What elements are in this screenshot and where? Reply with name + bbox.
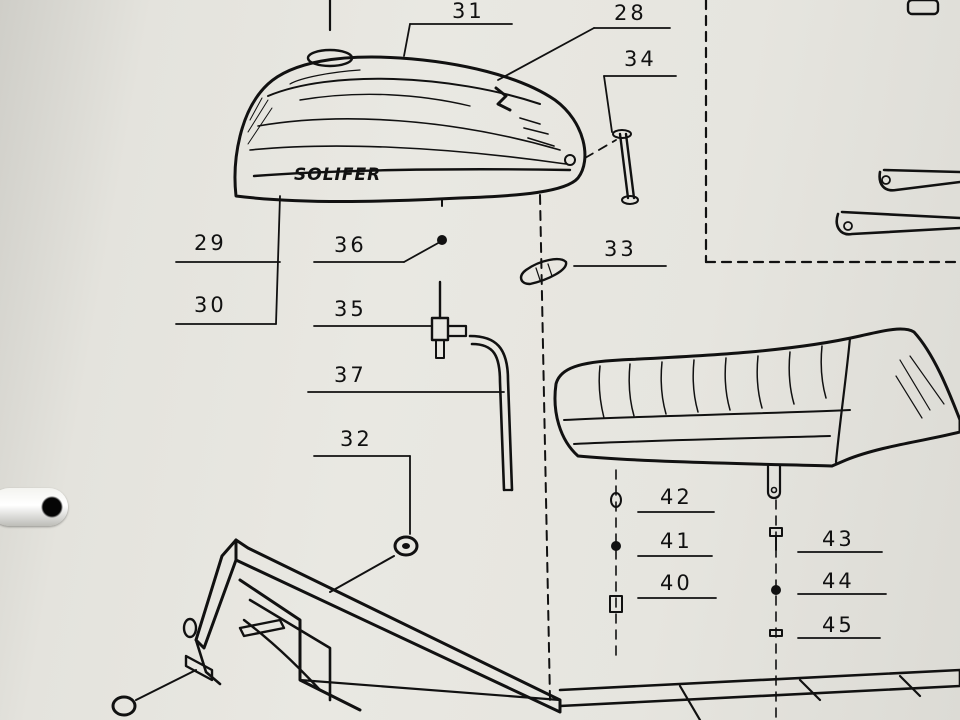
frame-drawing (111, 538, 960, 720)
part-number-41: 41 (660, 529, 693, 553)
binder-ring-hole (0, 488, 68, 526)
part-number-36: 36 (334, 233, 367, 257)
part-number-29: 29 (194, 231, 227, 255)
part-number-35: 35 (334, 297, 367, 321)
part-34-bolt-drawing (584, 129, 639, 205)
part-number-labels: 31 28 34 29 30 36 33 35 37 32 42 41 40 4… (194, 0, 855, 637)
seat-drawing (553, 327, 960, 500)
part-37-fuel-hose-drawing (468, 334, 514, 492)
part-number-32: 32 (340, 427, 373, 451)
fuel-tank-drawing: SOLIFER (233, 48, 587, 203)
section-divider-lines (328, 0, 960, 701)
part-32-grommet-drawing (329, 535, 419, 593)
part-number-34: 34 (624, 47, 657, 71)
part-number-37: 37 (334, 363, 367, 387)
tank-brand-label: SOLIFER (294, 165, 381, 185)
part-33-rubber-drawing (519, 258, 568, 286)
part-number-28: 28 (614, 1, 647, 25)
part-number-40: 40 (660, 571, 693, 595)
part-number-43: 43 (822, 527, 855, 551)
part-35-fuel-tap-drawing (430, 280, 468, 359)
rear-brackets-drawing (835, 0, 960, 236)
part-number-31: 31 (452, 0, 485, 23)
part-number-30: 30 (194, 293, 227, 317)
seat-fasteners-drawing (609, 469, 783, 720)
part-number-42: 42 (660, 485, 693, 509)
part-number-44: 44 (822, 569, 855, 593)
part-number-33: 33 (604, 237, 637, 261)
part-number-45: 45 (822, 613, 855, 637)
part-36-filter-drawing (437, 199, 447, 245)
leader-lines (175, 23, 887, 639)
